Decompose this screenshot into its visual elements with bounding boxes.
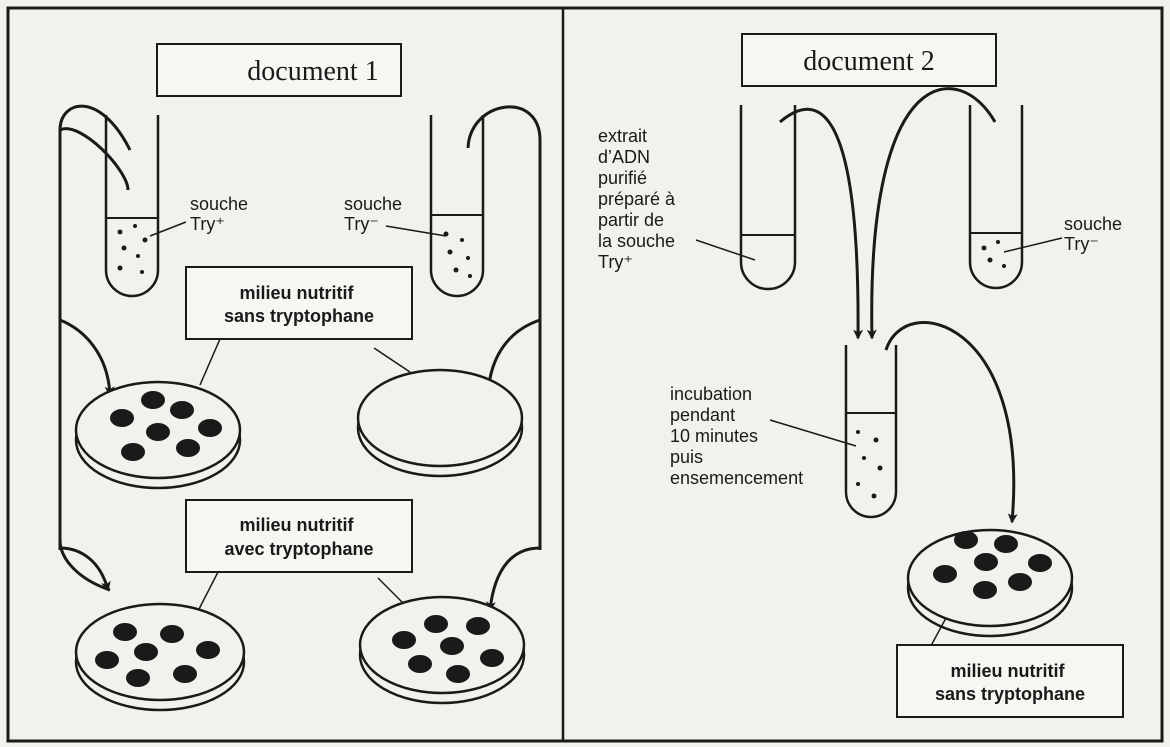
doc1-right-tube-label-line1: souche	[344, 194, 402, 214]
doc1-title-box	[156, 43, 402, 97]
doc1-left-tube-label-line1: souche	[190, 194, 248, 214]
doc2-incubation-line2: pendant	[670, 405, 735, 425]
doc1-arrow-left-bottom	[59, 546, 111, 592]
doc1-left-tube-label-line2: Try⁺	[190, 214, 225, 234]
doc2-extract-line7: Try⁺	[598, 252, 633, 272]
doc1-box-with-tryptophan	[185, 499, 413, 573]
doc2-extract-label: extrait d’ADN purifié préparé à partir d…	[598, 126, 680, 272]
doc2-try-minus-bacteria	[981, 240, 1006, 268]
doc1-arrow-right-bottom	[485, 546, 541, 612]
doc1-box-without-line1: milieu nutritif	[239, 283, 354, 303]
doc1-left-outer-path	[58, 127, 130, 592]
doc1-right-loop	[466, 105, 542, 550]
doc1-dish-try-plus-with-trp	[74, 602, 246, 712]
document-2-panel: document 2 extrait d’ADN purifié préparé…	[598, 33, 1127, 718]
doc2-arrow-extract-to-tube	[779, 107, 864, 340]
doc2-incubation-pointer	[769, 419, 857, 447]
doc2-box-without-text: milieu nutritif sans tryptophane	[935, 661, 1085, 704]
doc1-box-with-pointer-left	[195, 571, 219, 616]
doc2-strain-line1: souche	[1064, 214, 1122, 234]
doc1-box-without-line2: sans tryptophane	[224, 306, 374, 326]
doc2-box-without-line2: sans tryptophane	[935, 684, 1085, 704]
doc2-extract-line6: la souche	[598, 231, 675, 251]
doc2-arrow-tube-to-dish	[884, 321, 1018, 524]
doc1-box-without-tryptophan	[185, 266, 413, 340]
doc2-incubation-line5: ensemencement	[670, 468, 803, 488]
doc2-extract-line4: préparé à	[598, 189, 676, 209]
doc1-box-without-text: milieu nutritif sans tryptophane	[224, 283, 374, 326]
doc2-dna-extract-tube	[739, 105, 797, 291]
doc2-box-without-line1: milieu nutritif	[950, 661, 1065, 681]
doc2-extract-line1: extrait	[598, 126, 647, 146]
doc1-left-tube-pointer	[149, 221, 187, 237]
doc1-right-tube-pointer	[385, 225, 447, 237]
doc1-title: document 1	[247, 56, 378, 87]
doc2-incubation-line3: 10 minutes	[670, 426, 758, 446]
doc2-incubation-line1: incubation	[670, 384, 752, 404]
doc1-arrow-left-top	[59, 318, 115, 397]
doc1-box-without-pointer-right	[373, 347, 411, 373]
doc2-incubation-label: incubation pendant 10 minutes puis ensem…	[670, 384, 803, 488]
doc1-box-with-line2: avec tryptophane	[224, 539, 373, 559]
doc2-extract-line3: purifié	[598, 168, 647, 188]
doc1-right-tube-label: souche Try⁻	[344, 194, 407, 234]
doc1-tube-try-minus-bacteria	[443, 231, 472, 278]
doc2-strain-line2: Try⁻	[1064, 234, 1099, 254]
document-1-panel: document 1 souche Try⁺ souche	[58, 43, 542, 712]
doc2-strain-pointer	[1003, 237, 1063, 253]
doc2-title-box	[741, 33, 997, 87]
doc2-incubation-tube	[844, 345, 898, 519]
doc2-extract-line2: d’ADN	[598, 147, 650, 167]
doc2-box-without-tryptophan	[896, 644, 1124, 718]
doc2-extract-pointer	[695, 239, 756, 261]
outer-frame	[6, 6, 1164, 743]
doc1-dish-try-minus-no-trp	[356, 368, 524, 478]
doc2-incubation-line4: puis	[670, 447, 703, 467]
doc1-box-without-pointer-left	[199, 338, 221, 386]
doc1-right-tube-label-line2: Try⁻	[344, 214, 379, 234]
doc1-box-with-text: milieu nutritif avec tryptophane	[224, 515, 373, 559]
doc1-box-with-line1: milieu nutritif	[239, 515, 354, 535]
doc2-extract-line5: partir de	[598, 210, 664, 230]
doc2-dish-result	[906, 528, 1074, 638]
doc1-left-tube-label: souche Try⁺	[190, 194, 253, 234]
doc2-incubation-bacteria	[856, 430, 883, 499]
doc1-tube-try-minus	[429, 115, 485, 298]
doc2-arrow-strain-to-tube	[866, 87, 997, 340]
doc2-try-minus-tube	[968, 105, 1024, 290]
doc1-dish-try-plus-no-trp	[74, 380, 242, 490]
doc1-left-loop	[58, 104, 132, 260]
doc1-dish-try-minus-with-trp	[358, 595, 526, 705]
doc2-title: document 2	[803, 46, 934, 77]
doc1-tube-try-plus	[104, 115, 160, 298]
doc1-tube-try-plus-bacteria	[117, 224, 148, 274]
doc2-strain-label: souche Try⁻	[1064, 214, 1127, 254]
